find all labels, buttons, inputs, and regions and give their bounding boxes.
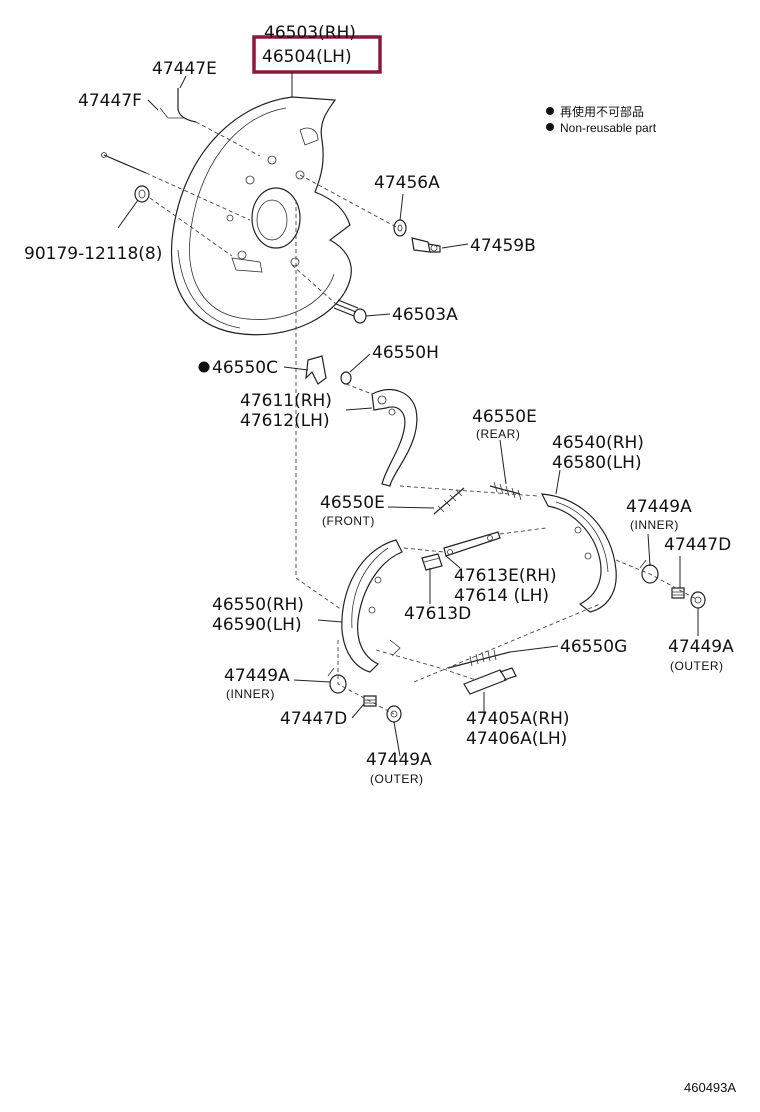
- callout-47447f[interactable]: 47447F: [78, 91, 142, 111]
- callout-46540-rh[interactable]: 46540(RH): [552, 433, 644, 453]
- callout-47613d[interactable]: 47613D: [404, 604, 471, 624]
- backing-plate[interactable]: [170, 96, 352, 336]
- callout-47449a-outer-right[interactable]: 47449A: [668, 637, 734, 657]
- washer-46550h[interactable]: [340, 371, 352, 385]
- callout-47406a-lh[interactable]: 47406A(LH): [466, 729, 567, 749]
- callout-46503-rh[interactable]: 46503(RH): [264, 23, 356, 43]
- cable-guide-47447e[interactable]: [177, 88, 197, 123]
- cup-47449a-inner-right[interactable]: [639, 559, 659, 584]
- clip-46550c[interactable]: [305, 355, 327, 385]
- label-outer-right: (OUTER): [670, 659, 724, 673]
- leader-lines: [117, 72, 699, 757]
- callout-47447d-right[interactable]: 47447D: [664, 535, 731, 555]
- label-rear: (REAR): [476, 427, 520, 441]
- assembly-lines: [145, 121, 699, 715]
- washer-47456a[interactable]: [393, 219, 407, 237]
- callout-47612-lh[interactable]: 47612(LH): [240, 411, 330, 431]
- spring-46550e-rear[interactable]: [489, 481, 522, 501]
- callout-46550g[interactable]: 46550G: [560, 637, 627, 657]
- callout-46503a[interactable]: 46503A: [392, 305, 458, 325]
- label-outer-left: (OUTER): [370, 772, 424, 786]
- diagram-reference: 460493A: [684, 1080, 736, 1095]
- callout-47456a[interactable]: 47456A: [374, 173, 440, 193]
- label-inner-left: (INNER): [226, 687, 275, 701]
- label-front: (FRONT): [322, 514, 375, 528]
- nut-90179[interactable]: [134, 185, 150, 203]
- brake-shoe-46540[interactable]: [540, 493, 617, 613]
- non-reusable-bullet-46550c: [198, 361, 210, 373]
- brake-shoe-46550[interactable]: [341, 539, 403, 673]
- callout-47449a-inner-right[interactable]: 47449A: [626, 497, 692, 517]
- spring-47447d-right[interactable]: [671, 587, 685, 599]
- legend-text-jp: 再使用不可部品: [560, 104, 644, 119]
- callout-46580-lh[interactable]: 46580(LH): [552, 453, 642, 473]
- spring-47613d[interactable]: [421, 553, 443, 571]
- callout-46550h[interactable]: 46550H: [372, 343, 439, 363]
- selected-part-highlight: [252, 35, 382, 74]
- legend-bullet-en: [546, 123, 554, 131]
- parking-lever-47611[interactable]: [371, 389, 418, 487]
- bleeder-47459b[interactable]: [411, 237, 441, 253]
- callout-47613e-rh[interactable]: 47613E(RH): [454, 566, 557, 586]
- callout-labels: 46503(RH) 46504(LH) 47447E 47447F 47456A…: [24, 23, 734, 786]
- callout-46550e-front[interactable]: 46550E: [320, 493, 385, 513]
- callout-47614-lh[interactable]: 47614 (LH): [454, 586, 549, 606]
- callout-47449a-inner-left[interactable]: 47449A: [224, 666, 290, 686]
- adjuster-47613e[interactable]: [443, 531, 501, 557]
- callout-47447e[interactable]: 47447E: [152, 59, 217, 79]
- spring-46550e-front[interactable]: [433, 487, 465, 515]
- legend-bullet-jp: [546, 107, 554, 115]
- callout-47611-rh[interactable]: 47611(RH): [240, 391, 332, 411]
- callout-47459b[interactable]: 47459B: [470, 236, 536, 256]
- label-inner-right: (INNER): [630, 518, 679, 532]
- callout-46550c[interactable]: 46550C: [212, 358, 278, 378]
- callout-46550-rh[interactable]: 46550(RH): [212, 595, 304, 615]
- cup-47449a-inner-left[interactable]: [327, 667, 347, 694]
- callout-46504-lh[interactable]: 46504(LH): [262, 47, 352, 67]
- callout-47405a-rh[interactable]: 47405A(RH): [466, 709, 570, 729]
- callout-46550e-rear[interactable]: 46550E: [472, 407, 537, 427]
- legend: 再使用不可部品 Non-reusable part: [546, 104, 657, 135]
- callout-90179-12118[interactable]: 90179-12118(8): [24, 244, 162, 264]
- callout-47447d-left[interactable]: 47447D: [280, 709, 347, 729]
- callout-46590-lh[interactable]: 46590(LH): [212, 615, 302, 635]
- legend-text-en: Non-reusable part: [560, 121, 657, 135]
- pin-47447f[interactable]: [103, 154, 147, 174]
- spring-46550g[interactable]: [447, 649, 511, 669]
- bolt-46503a[interactable]: [333, 299, 367, 324]
- callout-47449a-outer-left[interactable]: 47449A: [366, 750, 432, 770]
- wheel-cylinder-47405a[interactable]: [463, 667, 517, 695]
